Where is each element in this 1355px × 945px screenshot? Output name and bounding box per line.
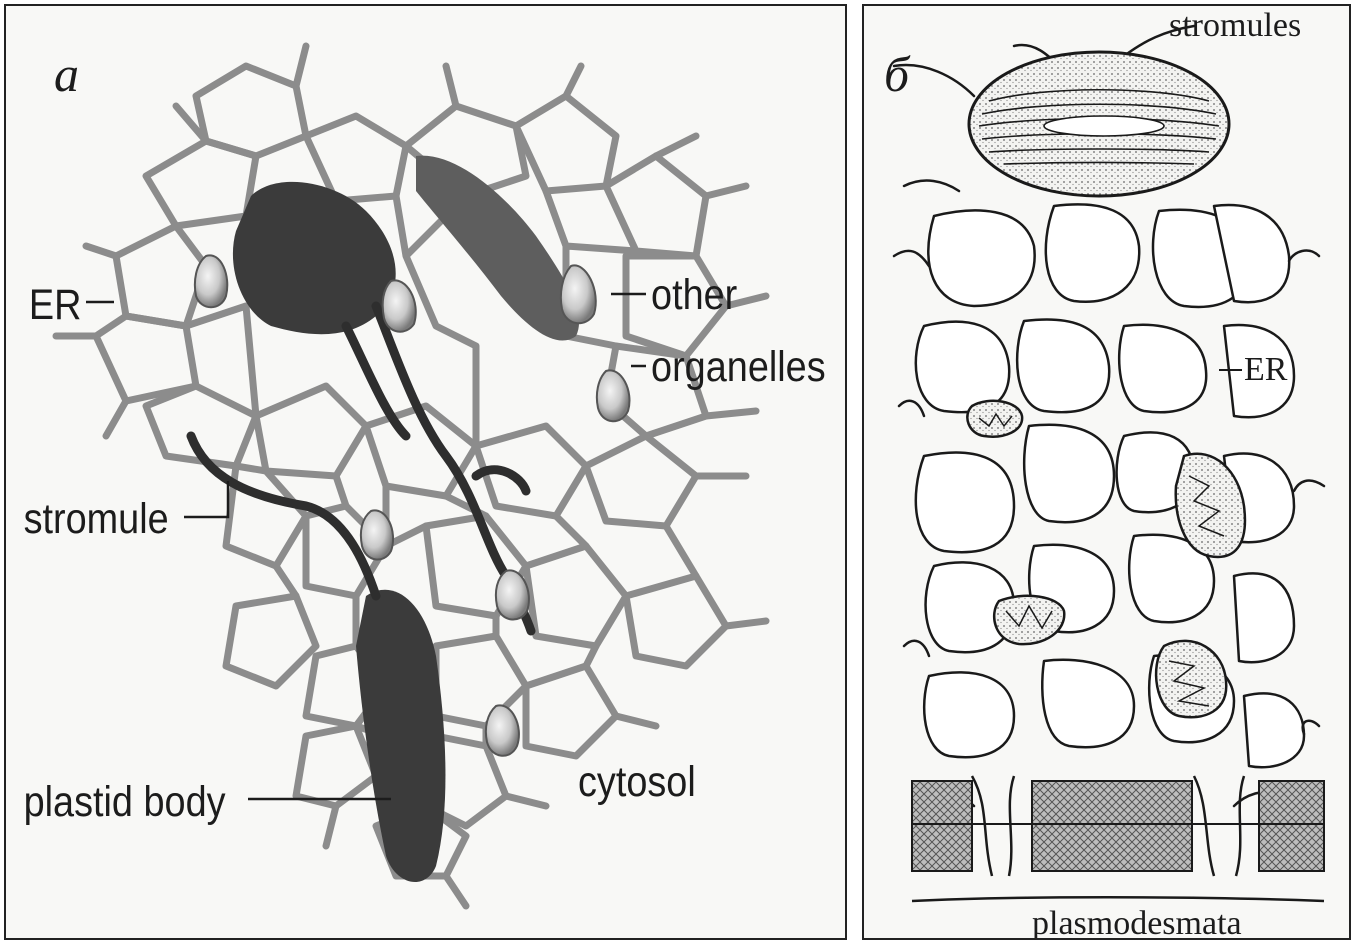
plastid-body-lower [356,590,445,882]
plastid-upper-left [233,182,396,334]
panel-a: a ER other organelles stromule plastid b… [4,4,847,940]
label-plastid-body: plastid body [24,777,227,826]
panel-b-letter: б [884,46,911,102]
label-stromules: stromules [1169,7,1301,44]
er-network-b [916,204,1304,767]
label-other: other [651,270,737,319]
label-organelles: organelles [651,342,826,391]
label-stromule: stromule [24,494,169,543]
label-cytosol: cytosol [578,757,696,806]
panel-b: б stromules ER plasmodesmata [862,4,1351,940]
chloroplast [969,52,1229,196]
panel-a-letter: a [54,46,79,102]
cell-wall [912,781,1324,871]
panel-b-figure: б stromules ER plasmodesmata [864,6,1351,940]
label-plasmodesmata: plasmodesmata [1032,905,1242,940]
panel-a-figure: a ER other organelles stromule plastid b… [6,6,847,940]
label-er: ER [29,280,82,329]
label-er-b: ER [1244,351,1288,388]
